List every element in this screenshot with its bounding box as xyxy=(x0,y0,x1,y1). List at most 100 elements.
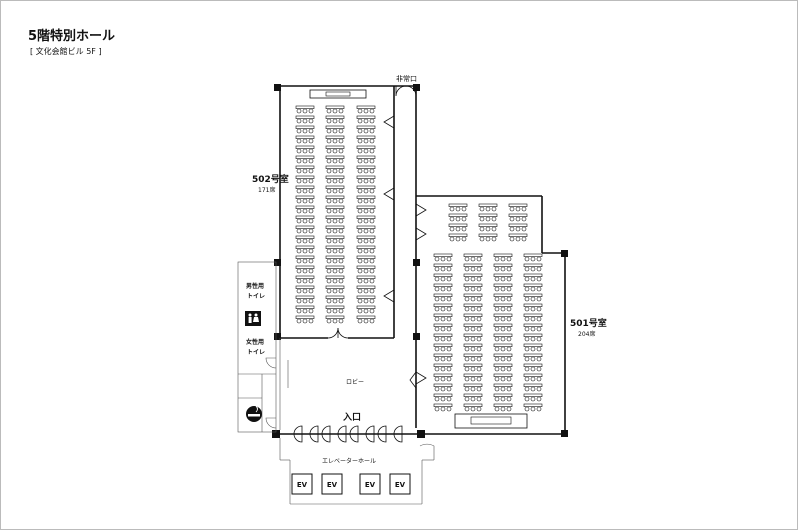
room-501-lobby-door[interactable] xyxy=(409,371,417,389)
seat-row xyxy=(433,303,453,312)
room-502-side-doors[interactable] xyxy=(327,115,395,339)
seat-row xyxy=(295,235,315,244)
seat-row xyxy=(463,313,483,322)
entrance-doors[interactable] xyxy=(293,425,403,443)
seat-row xyxy=(433,333,453,342)
seat-row xyxy=(356,125,376,134)
elevator-3[interactable]: EV xyxy=(359,473,381,495)
seat-row xyxy=(448,223,468,232)
seat-row xyxy=(433,263,453,272)
seat-row xyxy=(295,195,315,204)
emergency-exit-door[interactable] xyxy=(395,85,417,97)
seat-row xyxy=(508,233,528,242)
seat-row xyxy=(463,393,483,402)
elevator-label: EV xyxy=(395,481,406,489)
seat-row xyxy=(508,213,528,222)
seat-row xyxy=(523,333,543,342)
room-502-seating xyxy=(295,105,376,324)
seat-row xyxy=(463,333,483,342)
seat-row xyxy=(356,155,376,164)
entrance-door[interactable] xyxy=(377,425,403,443)
seat-row xyxy=(493,323,513,332)
seat-row xyxy=(523,303,543,312)
seat-row xyxy=(493,273,513,282)
seat-row xyxy=(463,403,483,412)
elevator-4[interactable]: EV xyxy=(389,473,411,495)
seat-row xyxy=(295,205,315,214)
entrance-door[interactable] xyxy=(349,425,375,443)
seat-row xyxy=(463,363,483,372)
seat-row xyxy=(463,293,483,302)
entrance-label: 入口 xyxy=(342,412,361,423)
elevator-1[interactable]: EV xyxy=(291,473,313,495)
seat-row xyxy=(295,275,315,284)
room-502-walls xyxy=(279,85,417,428)
seat-row xyxy=(295,255,315,264)
seat-row xyxy=(448,213,468,222)
seat-row xyxy=(508,223,528,232)
seat-row xyxy=(523,313,543,322)
seat-row xyxy=(325,285,345,294)
seat-row xyxy=(433,313,453,322)
seat-row xyxy=(356,105,376,114)
entrance-door[interactable] xyxy=(321,425,347,443)
seat-row xyxy=(325,165,345,174)
seat-row xyxy=(463,383,483,392)
seat-row xyxy=(463,283,483,292)
elevator-2[interactable]: EV xyxy=(321,473,343,495)
room-501-walls xyxy=(416,195,566,435)
seat-row xyxy=(433,283,453,292)
seat-row xyxy=(478,223,498,232)
seat-row xyxy=(478,233,498,242)
seat-row xyxy=(325,315,345,324)
seat-row xyxy=(478,213,498,222)
seat-row xyxy=(493,333,513,342)
seat-row xyxy=(295,225,315,234)
seat-row xyxy=(295,175,315,184)
seat-row xyxy=(463,263,483,272)
room-501-seating xyxy=(433,203,543,412)
seat-row xyxy=(523,263,543,272)
seat-row xyxy=(356,305,376,314)
room-501-side-doors[interactable] xyxy=(415,203,427,385)
seat-row xyxy=(356,185,376,194)
seat-row xyxy=(325,225,345,234)
elevator-label: EV xyxy=(327,481,338,489)
seat-row xyxy=(433,393,453,402)
seat-row xyxy=(463,343,483,352)
seat-row xyxy=(325,245,345,254)
seat-row xyxy=(295,245,315,254)
seat-row xyxy=(523,383,543,392)
seat-row xyxy=(508,203,528,212)
seat-row xyxy=(356,245,376,254)
seat-row xyxy=(325,155,345,164)
seat-row xyxy=(448,203,468,212)
seat-row xyxy=(295,145,315,154)
seat-row xyxy=(493,393,513,402)
seat-row xyxy=(356,195,376,204)
seat-row xyxy=(493,373,513,382)
seat-row xyxy=(356,265,376,274)
seat-row xyxy=(493,303,513,312)
seat-row xyxy=(295,105,315,114)
seat-row xyxy=(523,373,543,382)
seat-row xyxy=(523,253,543,262)
seat-row xyxy=(523,343,543,352)
seat-row xyxy=(325,215,345,224)
seat-row xyxy=(493,283,513,292)
entrance-door[interactable] xyxy=(293,425,319,443)
seat-row xyxy=(356,255,376,264)
seat-row xyxy=(448,233,468,242)
seat-row xyxy=(356,115,376,124)
seat-row xyxy=(523,273,543,282)
seat-row xyxy=(356,145,376,154)
seat-row xyxy=(356,285,376,294)
seat-row xyxy=(523,363,543,372)
seat-row xyxy=(356,295,376,304)
seat-row xyxy=(493,363,513,372)
seat-row xyxy=(295,115,315,124)
seat-row xyxy=(493,353,513,362)
seat-row xyxy=(325,265,345,274)
seat-row xyxy=(356,315,376,324)
